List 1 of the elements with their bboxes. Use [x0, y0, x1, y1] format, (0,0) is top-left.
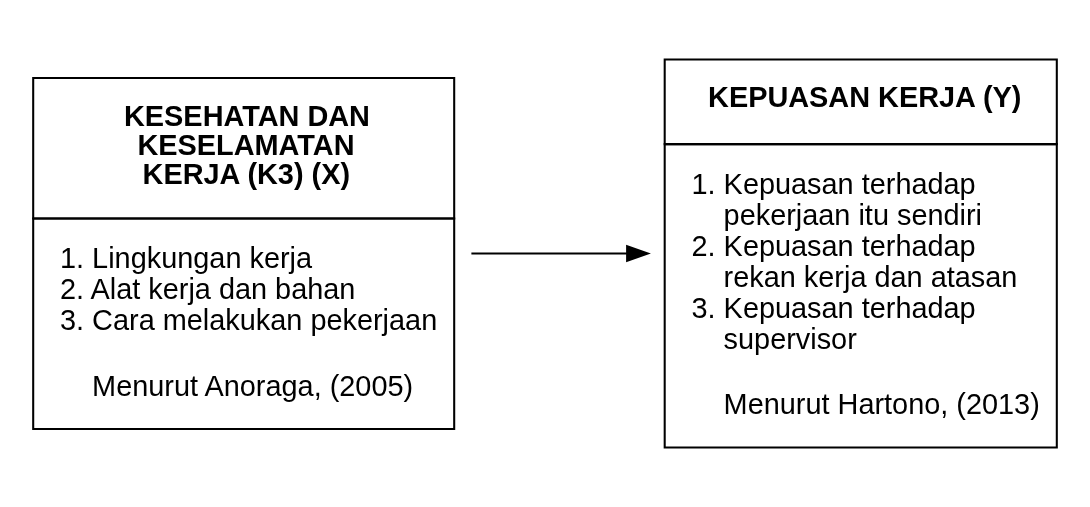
arrow [471, 244, 651, 263]
